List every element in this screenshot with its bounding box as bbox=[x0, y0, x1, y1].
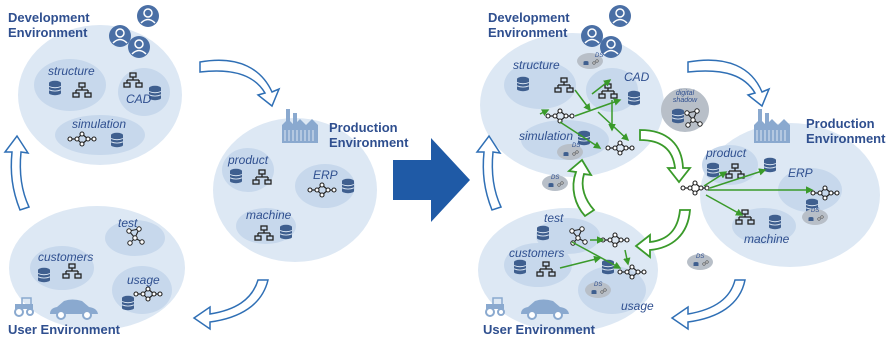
right-production-title: Production Environment bbox=[806, 116, 885, 146]
right-cad-label: CAD bbox=[624, 70, 650, 84]
left-usage-label: usage bbox=[127, 273, 160, 287]
right-usage-label: usage bbox=[621, 299, 654, 313]
left-production-title-line2: Environment bbox=[329, 135, 409, 150]
right-ds-label-usage: DS bbox=[594, 282, 603, 288]
left-production-bubble bbox=[213, 118, 377, 262]
right-ds-label-left: DS bbox=[551, 175, 560, 181]
right-test-label: test bbox=[544, 211, 564, 225]
right-cycle-arrow-prod-to-user bbox=[670, 279, 746, 331]
digital-shadow-badge bbox=[661, 88, 709, 132]
right-erp-label: ERP bbox=[788, 166, 813, 180]
left-structure-label: structure bbox=[48, 64, 95, 78]
left-cycle-arrow-dev-to-prod bbox=[199, 59, 281, 108]
green-cycle-arrows bbox=[566, 129, 692, 259]
left-customers-label: customers bbox=[38, 250, 94, 264]
right-cycle-arrow-dev-to-prod bbox=[687, 59, 771, 108]
right-production-bubble bbox=[680, 123, 880, 267]
right-ds-label-simulation: DS bbox=[572, 143, 581, 149]
right-product-label: product bbox=[706, 146, 747, 160]
right-development-bubble bbox=[480, 33, 664, 177]
digital-shadow-line2: shadow bbox=[672, 97, 698, 104]
right-ds-label-lower: DS bbox=[696, 254, 705, 260]
right-structure-label: structure bbox=[513, 58, 560, 72]
left-cycle-arrow-user-to-dev bbox=[3, 134, 31, 211]
left-cad-label: CAD bbox=[126, 92, 152, 106]
left-user-title: User Environment bbox=[8, 322, 120, 337]
right-user-bubble bbox=[478, 208, 658, 332]
right-development-title-line1: Development bbox=[488, 10, 570, 25]
left-product-label: product bbox=[228, 153, 269, 167]
right-cycle-arrow-user-to-dev bbox=[475, 134, 503, 211]
left-development-title-line2: Environment bbox=[8, 25, 88, 40]
digital-shadow-label: digital shadow bbox=[665, 90, 705, 104]
right-production-title-line1: Production bbox=[806, 116, 875, 131]
right-user-title: User Environment bbox=[483, 322, 595, 337]
left-simulation-label: simulation bbox=[72, 117, 127, 131]
transition-arrow bbox=[393, 138, 470, 222]
left-production-title-line1: Production bbox=[329, 120, 398, 135]
left-production-title: Production Environment bbox=[329, 120, 408, 150]
right-ds-label-production: DS bbox=[811, 208, 820, 214]
left-machine-label: machine bbox=[246, 208, 292, 222]
left-factory-icon bbox=[281, 108, 319, 144]
right-factory-icon bbox=[753, 108, 791, 144]
left-test-label: test bbox=[118, 216, 138, 230]
right-development-title: Development Environment bbox=[488, 10, 570, 40]
right-machine-label: machine bbox=[744, 232, 790, 246]
right-simulation-label: simulation bbox=[519, 129, 574, 143]
right-customers-label: customers bbox=[509, 246, 565, 260]
left-development-title-line1: Development bbox=[8, 10, 90, 25]
right-production-title-line2: Environment bbox=[806, 131, 886, 146]
left-development-title: Development Environment bbox=[8, 10, 90, 40]
left-development-bubble bbox=[18, 25, 182, 165]
right-ds-label-structure: DS bbox=[595, 53, 604, 59]
left-cycle-arrow-prod-to-user bbox=[192, 279, 269, 331]
left-erp-label: ERP bbox=[313, 168, 338, 182]
left-user-bubble bbox=[9, 206, 185, 330]
right-development-title-line2: Environment bbox=[488, 25, 568, 40]
digital-shadow-line1: digital bbox=[675, 90, 695, 97]
